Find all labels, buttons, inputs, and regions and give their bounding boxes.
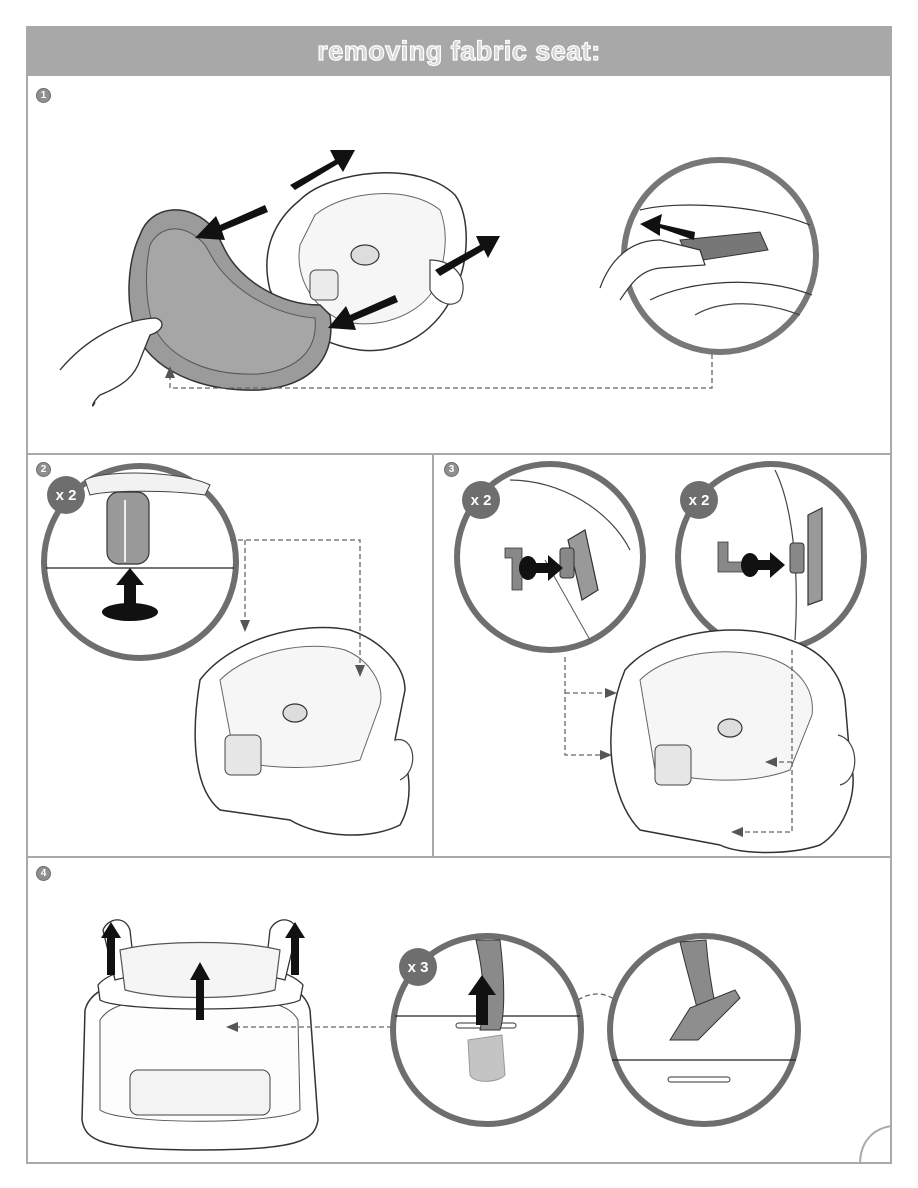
multiplier-badge-step3b: x 2 bbox=[680, 481, 718, 519]
buckle bbox=[351, 245, 379, 265]
multiplier-badge-step4: x 3 bbox=[399, 948, 437, 986]
step3-illustration bbox=[457, 464, 864, 853]
page-corner bbox=[860, 1126, 892, 1164]
multiplier-badge-step2: x 2 bbox=[47, 476, 85, 514]
multiplier-badge-step3a: x 2 bbox=[462, 481, 500, 519]
strap bbox=[107, 492, 149, 564]
hand bbox=[60, 318, 162, 406]
step1-illustration bbox=[60, 150, 816, 406]
step2-illustration bbox=[44, 466, 413, 835]
step4-illustration bbox=[82, 920, 798, 1150]
